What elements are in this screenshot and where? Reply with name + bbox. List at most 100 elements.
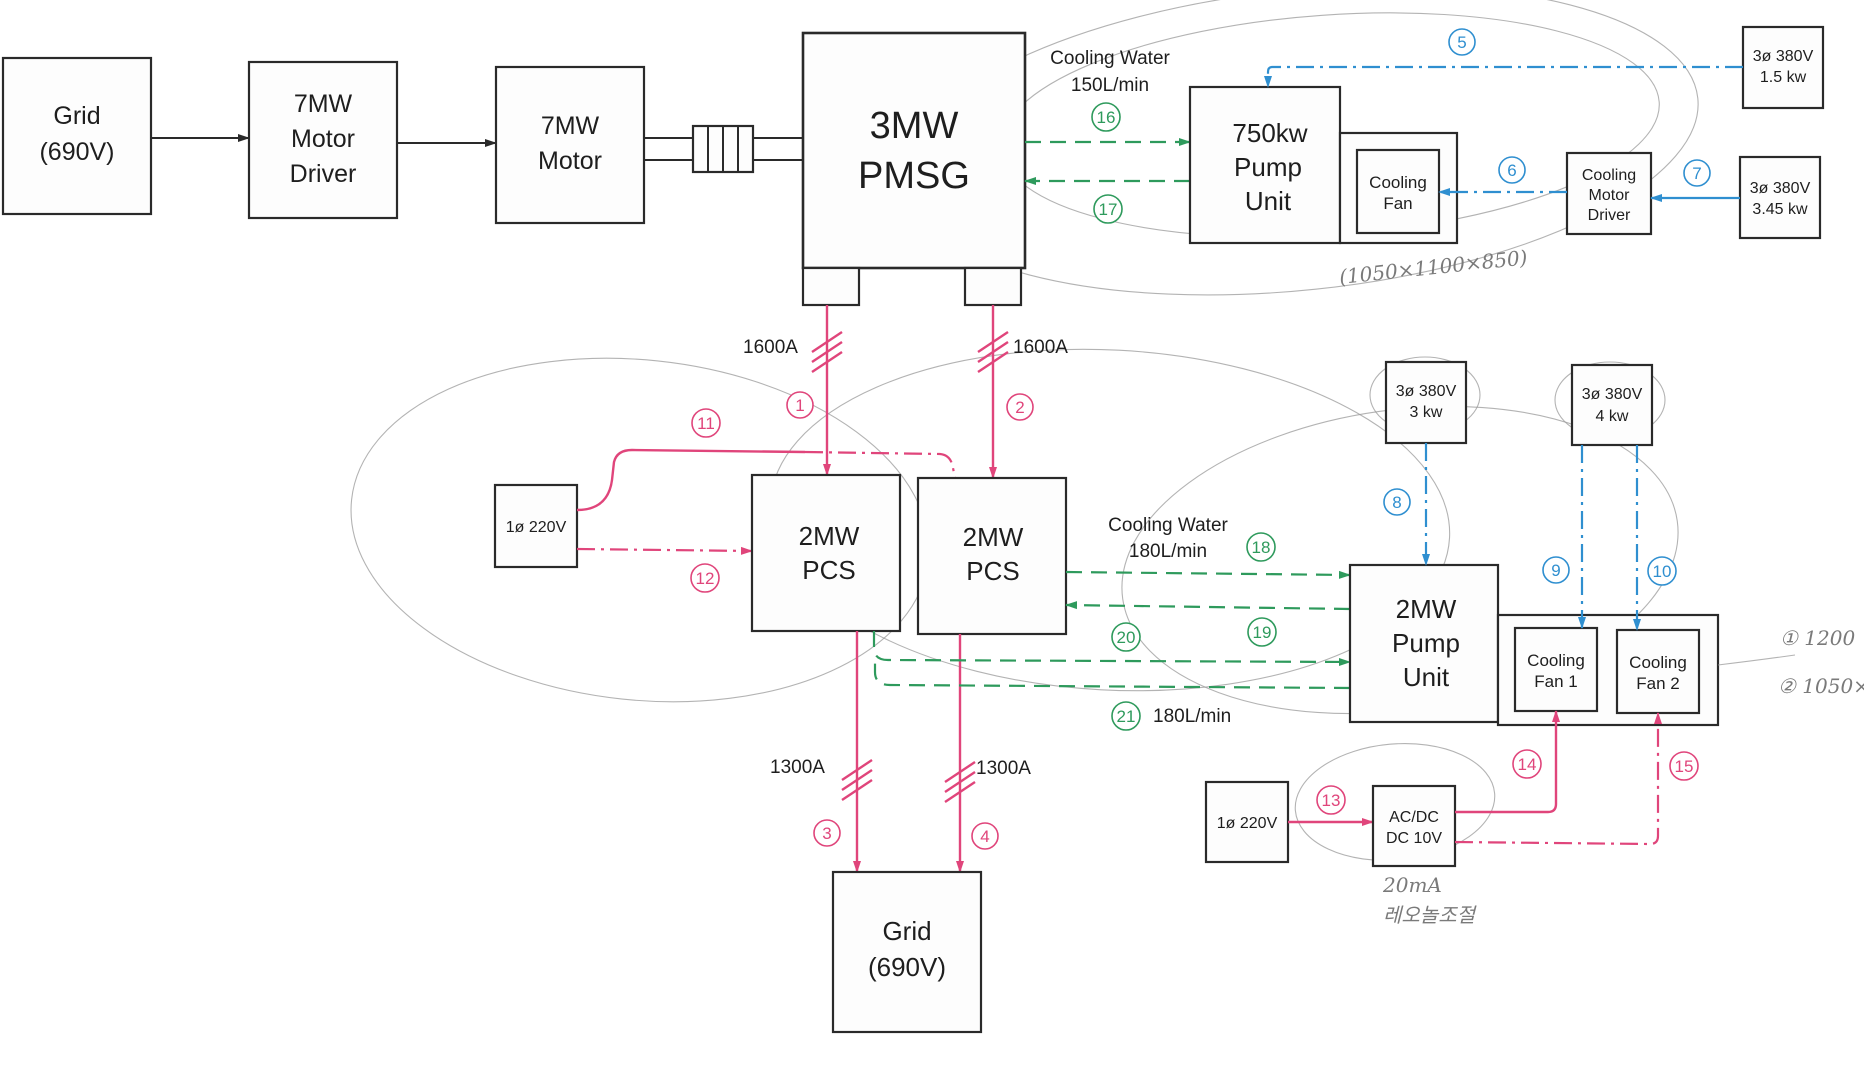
flow-rate-label-mid: 180L/min (1129, 541, 1207, 562)
supply-1-5kw-label-1: 3ø 380V (1753, 48, 1814, 65)
flow-rate-label-return: 180L/min (1153, 706, 1231, 727)
svg-text:1: 1 (795, 396, 804, 415)
pcs-1-label-1: 2MW (799, 521, 860, 551)
connection-markers: 1 2 3 4 5 6 7 8 9 10 11 12 13 14 15 16 1… (690, 28, 1711, 850)
marker-11: 11 (691, 408, 721, 438)
cooling-fan-top-box (1355, 148, 1441, 235)
pmsg-label-2: PMSG (858, 155, 970, 197)
aux-line-15 (1454, 712, 1662, 846)
tick-marks-1300a-left (841, 759, 873, 801)
svg-text:7: 7 (1692, 164, 1701, 183)
current-label-1300a-right: 1300A (976, 758, 1031, 779)
pump-750-label-2: Pump (1234, 152, 1302, 182)
pump-2mw-label-2: Pump (1392, 628, 1460, 658)
supply-3-45kw-label-1: 3ø 380V (1750, 180, 1811, 197)
pump-750kw-box: 750kw Pump Unit Cooling Fan (1188, 85, 1459, 245)
supply-1ph-left-box: 1ø 220V (493, 483, 579, 569)
current-label-1600a-left: 1600A (743, 337, 798, 358)
pump-2mw-label-1: 2MW (1396, 594, 1457, 624)
supply-1ph-right-label: 1ø 220V (1217, 815, 1278, 832)
svg-text:20mA: 20mA (1382, 873, 1442, 897)
svg-text:② 1050×: ② 1050× (1778, 674, 1864, 698)
pmsg-label-1: 3MW (870, 105, 959, 147)
motor-driver-box: 7MW Motor Driver (247, 60, 399, 220)
marker-3: 3 (813, 819, 841, 847)
cooling-fan-1-label-1: Cooling (1527, 651, 1585, 670)
current-label-1600a-right: 1600A (1013, 337, 1068, 358)
aux-line-11-solid (576, 448, 806, 512)
svg-text:15: 15 (1675, 757, 1694, 776)
marker-10: 10 (1647, 556, 1677, 586)
svg-text:9: 9 (1551, 561, 1560, 580)
svg-text:6: 6 (1507, 161, 1516, 180)
acdc-converter-box: AC/DC DC 10V (1371, 784, 1457, 868)
svg-text:8: 8 (1392, 493, 1401, 512)
supply-3kw-box: 3ø 380V 3 kw (1384, 360, 1468, 445)
marker-19: 19 (1247, 617, 1277, 647)
svg-text:19: 19 (1253, 623, 1272, 642)
supply-1ph-right-box: 1ø 220V (1204, 780, 1290, 864)
cooling-motor-driver-label-3: Driver (1588, 207, 1631, 224)
cooling-fan-1-label-2: Fan 1 (1534, 672, 1577, 691)
svg-text:11: 11 (697, 414, 715, 433)
cooling-motor-driver-label-2: Motor (1589, 187, 1631, 204)
tick-marks-1600a-left (811, 331, 843, 373)
pump-750-label-3: Unit (1245, 186, 1292, 216)
pmsg-terminal-right (963, 266, 1023, 307)
acdc-label-1: AC/DC (1389, 809, 1439, 826)
cooling-fan-top-label-1: Cooling (1369, 173, 1427, 192)
shaft-coupling (644, 124, 803, 174)
cooling-fan-top-label-2: Fan (1383, 194, 1412, 213)
svg-text:17: 17 (1099, 200, 1118, 219)
marker-6: 6 (1498, 156, 1526, 184)
svg-text:18: 18 (1252, 538, 1271, 557)
marker-13: 13 (1316, 785, 1346, 815)
svg-text:레오놀조절: 레오놀조절 (1383, 903, 1477, 927)
svg-text:① 1200: ① 1200 (1780, 626, 1855, 650)
cooling-line-21 (873, 660, 1351, 690)
svg-text:21: 21 (1117, 707, 1136, 726)
aux-line-14 (1455, 710, 1560, 814)
pcs-1-box: 2MW PCS (750, 473, 902, 633)
marker-17: 17 (1093, 194, 1123, 224)
svg-text:3: 3 (822, 824, 831, 843)
cooling-motor-driver-label-1: Cooling (1582, 167, 1636, 184)
marker-2: 2 (1006, 393, 1034, 421)
pump-2mw-label-3: Unit (1403, 662, 1450, 692)
supply-3-45kw-box: 3ø 380V 3.45 kw (1738, 155, 1822, 240)
cooling-line-18 (1065, 570, 1351, 579)
svg-text:5: 5 (1457, 33, 1466, 52)
motor-driver-label-2: Motor (291, 125, 355, 153)
supply-3kw-label-1: 3ø 380V (1396, 383, 1457, 400)
supply-1-5kw-box: 3ø 380V 1.5 kw (1741, 25, 1825, 110)
svg-text:16: 16 (1097, 108, 1116, 127)
marker-18: 18 (1246, 532, 1276, 562)
marker-8: 8 (1383, 488, 1411, 516)
supply-1-5kw-label-2: 1.5 kw (1760, 69, 1807, 86)
marker-15: 15 (1669, 751, 1699, 781)
motor-label-2: Motor (538, 147, 602, 175)
cooling-line-19 (1065, 601, 1351, 611)
grid-output-label-2: (690V) (868, 952, 946, 982)
cooling-water-label-mid: Cooling Water (1108, 515, 1228, 536)
tick-marks-1600a-right (977, 331, 1009, 373)
acdc-label-2: DC 10V (1386, 830, 1442, 847)
marker-20: 20 (1111, 622, 1141, 652)
pcs-2-label-1: 2MW (963, 522, 1024, 552)
svg-text:12: 12 (696, 569, 715, 588)
motor-driver-label-1: 7MW (294, 90, 353, 118)
pcs-2-label-2: PCS (966, 556, 1019, 586)
svg-text:20: 20 (1117, 628, 1136, 647)
marker-7: 7 (1683, 159, 1711, 187)
grid-output-label-1: Grid (882, 916, 931, 946)
svg-text:14: 14 (1518, 755, 1537, 774)
svg-text:10: 10 (1653, 562, 1672, 581)
aux-line-5 (1264, 65, 1743, 88)
marker-21: 21 (1111, 701, 1141, 731)
svg-text:(1050×1100×850): (1050×1100×850) (1338, 245, 1529, 289)
pmsg-box: 3MW PMSG (801, 31, 1027, 307)
cooling-fan-1-box: Cooling Fan 1 (1513, 626, 1599, 713)
aux-line-11 (804, 450, 957, 479)
marker-9: 9 (1542, 556, 1570, 584)
marker-1: 1 (786, 391, 814, 419)
